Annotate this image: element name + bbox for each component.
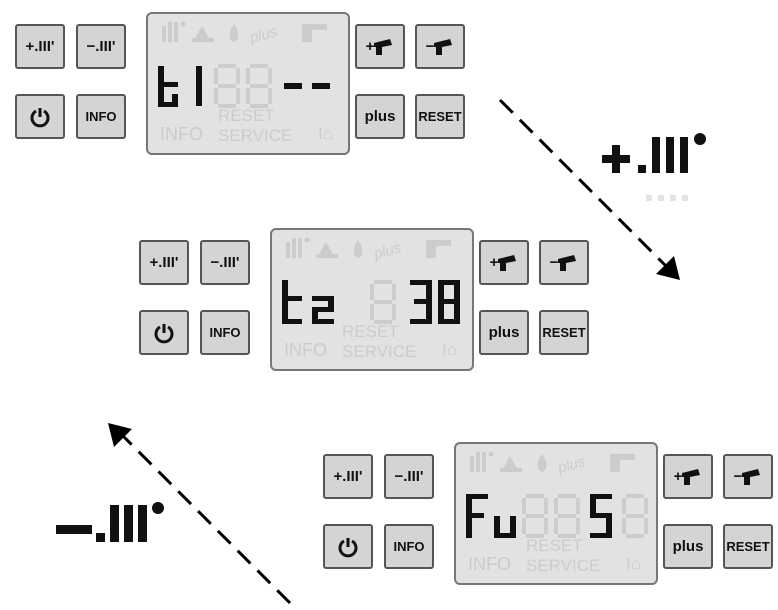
tap-icon bbox=[498, 254, 517, 271]
dhw-plus-label: + bbox=[489, 254, 499, 271]
reset-button[interactable]: RESET bbox=[539, 310, 589, 355]
info-button[interactable]: INFO bbox=[76, 94, 126, 139]
lcd-plus-ghost: plus bbox=[247, 23, 279, 47]
plus-label: plus bbox=[488, 324, 520, 341]
lcd-plus-ghost: plus bbox=[371, 239, 403, 263]
tap-icon bbox=[374, 38, 393, 55]
plus-button[interactable]: plus bbox=[479, 310, 529, 355]
heating-plus-label: +.III' bbox=[149, 254, 179, 271]
arrow-down-right bbox=[498, 98, 680, 280]
dhw-plus-button[interactable]: + bbox=[355, 24, 405, 69]
dhw-minus-label: − bbox=[733, 468, 743, 485]
dhw-plus-button[interactable]: + bbox=[663, 454, 713, 499]
heating-plus-label: +.III' bbox=[333, 468, 363, 485]
heating-plus-callout-icon bbox=[596, 125, 726, 205]
lcd-service-ghost: SERVICE bbox=[218, 126, 293, 145]
heating-minus-label: −.III' bbox=[394, 468, 424, 485]
heating-plus-label: +.III' bbox=[25, 38, 55, 55]
heating-minus-button[interactable]: −.III' bbox=[76, 24, 126, 69]
lcd-display: plus INFO RESET SERVICE I⌂ bbox=[270, 228, 474, 371]
plus-button[interactable]: plus bbox=[663, 524, 713, 569]
heating-plus-button[interactable]: +.III' bbox=[139, 240, 189, 285]
info-label: INFO bbox=[209, 325, 241, 340]
lcd-reset-ghost: RESET bbox=[342, 322, 399, 341]
info-label: INFO bbox=[85, 109, 117, 124]
power-icon bbox=[30, 107, 50, 127]
reset-button[interactable]: RESET bbox=[415, 94, 465, 139]
plus-button[interactable]: plus bbox=[355, 94, 405, 139]
lcd-service-ghost: SERVICE bbox=[342, 342, 417, 361]
lcd-segment-digits bbox=[282, 280, 460, 324]
reset-label: RESET bbox=[418, 109, 462, 124]
plus-label: plus bbox=[364, 108, 396, 125]
lcd-status-icons: plus bbox=[162, 21, 327, 47]
power-button[interactable] bbox=[15, 94, 65, 139]
lcd-status-icons: plus bbox=[286, 237, 451, 263]
info-button[interactable]: INFO bbox=[200, 310, 250, 355]
lcd-reset-ghost: RESET bbox=[218, 106, 275, 125]
dhw-minus-button[interactable]: − bbox=[415, 24, 465, 69]
lcd-reset-ghost: RESET bbox=[526, 536, 583, 555]
tap-icon bbox=[558, 254, 577, 271]
dhw-minus-button[interactable]: − bbox=[539, 240, 589, 285]
reset-button[interactable]: RESET bbox=[723, 524, 773, 569]
heating-minus-button[interactable]: −.III' bbox=[200, 240, 250, 285]
lcd-io-ghost: I⌂ bbox=[318, 124, 333, 143]
lcd-display: plus INFO RESET SERVICE I⌂ bbox=[454, 442, 658, 585]
control-panel-bottom: +.III' −.III' INFO plus bbox=[323, 442, 778, 587]
lcd-segment-digits bbox=[158, 64, 330, 108]
dhw-plus-label: + bbox=[365, 38, 375, 55]
heating-minus-label: −.III' bbox=[210, 254, 240, 271]
dhw-plus-button[interactable]: + bbox=[479, 240, 529, 285]
lcd-info-ghost: INFO bbox=[468, 554, 511, 574]
heating-minus-label: −.III' bbox=[86, 38, 116, 55]
reset-label: RESET bbox=[542, 325, 586, 340]
info-button[interactable]: INFO bbox=[384, 524, 434, 569]
dhw-minus-label: − bbox=[549, 254, 559, 271]
tap-icon bbox=[434, 38, 453, 55]
heating-plus-button[interactable]: +.III' bbox=[323, 454, 373, 499]
lcd-io-ghost: I⌂ bbox=[442, 340, 457, 359]
heating-plus-button[interactable]: +.III' bbox=[15, 24, 65, 69]
control-panel-middle: +.III' −.III' INFO plus bbox=[139, 228, 599, 373]
arrow-up-left bbox=[108, 423, 292, 605]
lcd-plus-ghost: plus bbox=[555, 453, 587, 477]
dhw-minus-button[interactable]: − bbox=[723, 454, 773, 499]
lcd-info-ghost: INFO bbox=[284, 340, 327, 360]
heating-minus-callout-icon bbox=[52, 495, 182, 565]
plus-label: plus bbox=[672, 538, 704, 555]
control-panel-top: +.III' −.III' INFO plus bbox=[15, 12, 475, 157]
lcd-status-icons: plus bbox=[470, 451, 635, 477]
power-button[interactable] bbox=[323, 524, 373, 569]
info-label: INFO bbox=[393, 539, 425, 554]
power-icon bbox=[338, 537, 358, 557]
dhw-minus-label: − bbox=[425, 38, 435, 55]
power-icon bbox=[154, 323, 174, 343]
tap-icon bbox=[742, 468, 761, 485]
heating-minus-button[interactable]: −.III' bbox=[384, 454, 434, 499]
lcd-segment-digits bbox=[466, 494, 648, 538]
lcd-service-ghost: SERVICE bbox=[526, 556, 601, 575]
dhw-plus-label: + bbox=[673, 468, 683, 485]
lcd-display: plus INFO RESET SERVICE I⌂ bbox=[146, 12, 350, 155]
lcd-io-ghost: I⌂ bbox=[626, 554, 641, 573]
reset-label: RESET bbox=[726, 539, 770, 554]
lcd-info-ghost: INFO bbox=[160, 124, 203, 144]
power-button[interactable] bbox=[139, 310, 189, 355]
tap-icon bbox=[682, 468, 701, 485]
